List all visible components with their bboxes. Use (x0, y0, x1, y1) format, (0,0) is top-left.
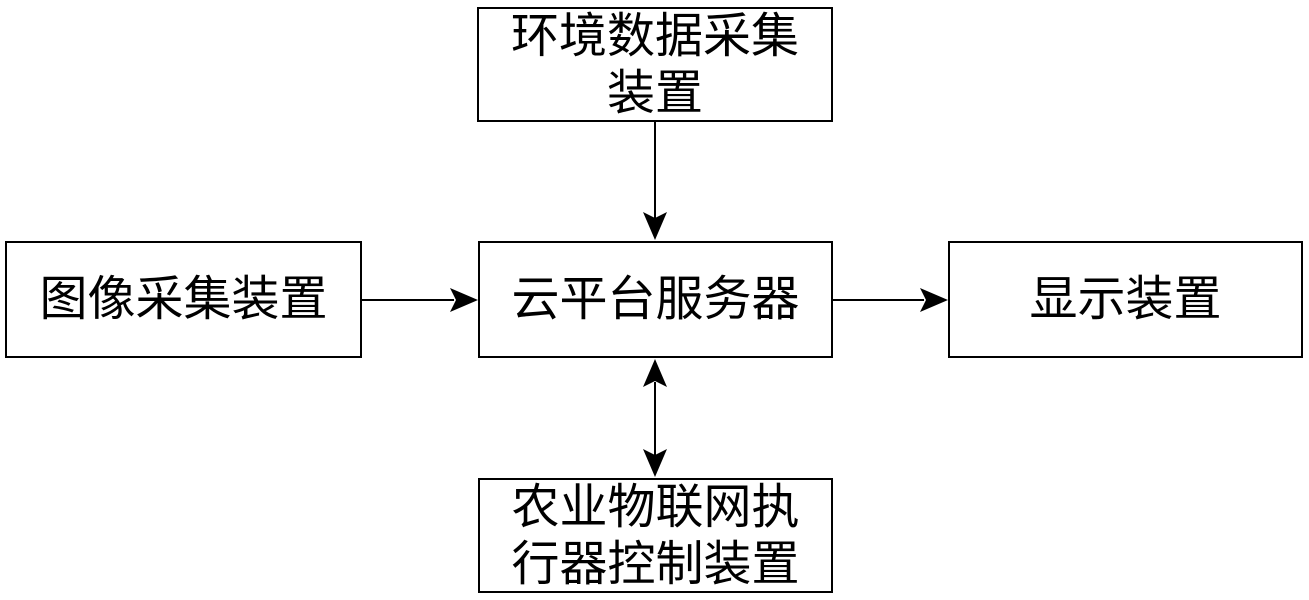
edge-image-to-cloud (362, 288, 478, 312)
arrowhead-down-icon (643, 449, 667, 477)
node-env-data-collection: 环境数据采集 装置 (477, 7, 833, 122)
edge-cloud-to-display (833, 288, 948, 312)
edge-cloud-to-iot (643, 359, 667, 477)
node-image-collection-label: 图像采集装置 (39, 271, 328, 328)
arrowhead-right-icon (920, 288, 948, 312)
node-display-device-label: 显示装置 (1029, 271, 1222, 328)
arrowhead-up-icon (643, 359, 667, 387)
arrowhead-right-icon (450, 288, 478, 312)
node-display-device: 显示装置 (948, 241, 1303, 358)
node-iot-actuator-control-label: 农业物联网执 行器控制装置 (511, 478, 800, 592)
edge-env-to-cloud (643, 122, 667, 240)
node-iot-actuator-control: 农业物联网执 行器控制装置 (478, 478, 833, 593)
node-image-collection: 图像采集装置 (5, 241, 362, 358)
node-env-data-collection-label: 环境数据采集 装置 (510, 7, 799, 121)
node-cloud-server: 云平台服务器 (478, 241, 833, 358)
node-cloud-server-label: 云平台服务器 (511, 271, 800, 328)
arrowhead-down-icon (643, 212, 667, 240)
